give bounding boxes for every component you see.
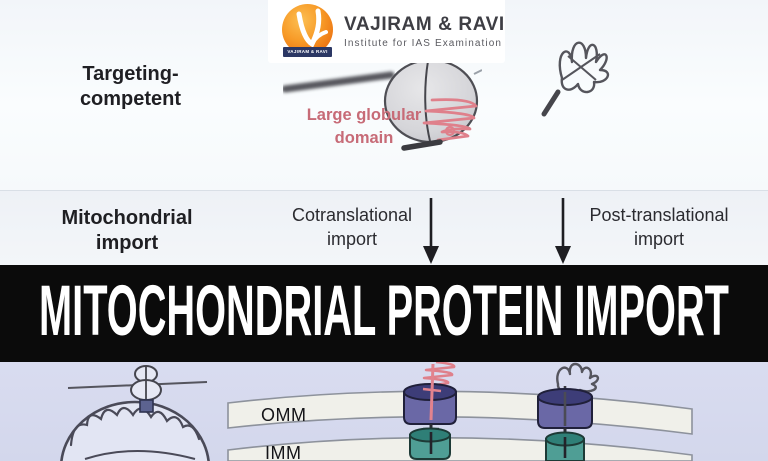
logo-orange-circle-icon bbox=[282, 4, 333, 55]
logo-ribbon: VAJIRAM & RAVI bbox=[283, 47, 332, 57]
posttranslational-line2: import bbox=[633, 229, 684, 249]
imm-label: IMM bbox=[265, 443, 302, 461]
folded-protein-icon bbox=[536, 36, 628, 124]
page-title: MITOCHONDRIAL PROTEIN IMPORT bbox=[39, 272, 729, 351]
targeting-line1: Targeting- bbox=[82, 63, 179, 85]
logo-checkmark-icon bbox=[296, 8, 328, 48]
mitochondrion-icon bbox=[55, 363, 220, 461]
mitochondrial-import-line2: import bbox=[95, 232, 159, 254]
ribosome-icon bbox=[380, 56, 482, 148]
title-banner: MITOCHONDRIAL PROTEIN IMPORT bbox=[0, 265, 768, 362]
import-row-background bbox=[0, 190, 768, 266]
cotranslational-line1: Cotranslational bbox=[291, 205, 413, 225]
logo-mark-icon: VAJIRAM & RAVI bbox=[280, 0, 336, 63]
posttranslational-line1: Post-translational bbox=[589, 205, 729, 225]
tom-tim-right-complex bbox=[528, 362, 612, 461]
nascent-chain-icon bbox=[398, 98, 488, 146]
large-globular-line2: domain bbox=[334, 129, 394, 147]
mrna-line-icon bbox=[283, 64, 395, 96]
down-arrow-icon bbox=[418, 196, 444, 266]
mitochondrial-import-line1: Mitochondrial bbox=[61, 207, 193, 229]
tom-tim-left-complex bbox=[396, 362, 468, 461]
logo-brand-text: VAJIRAM & RAVI bbox=[344, 14, 505, 35]
cotranslational-line2: import bbox=[326, 229, 377, 249]
posttranslational-import-label: Post-translational import bbox=[580, 203, 738, 251]
mitochondrial-import-label: Mitochondrial import bbox=[32, 206, 222, 256]
vajiram-ravi-logo: VAJIRAM & RAVI VAJIRAM & RAVI Institute … bbox=[268, 0, 505, 63]
targeting-line2: competent bbox=[79, 88, 182, 110]
targeting-competent-label: Targeting- competent bbox=[38, 62, 223, 112]
large-globular-line1: Large globular bbox=[306, 106, 422, 124]
down-arrow-icon bbox=[550, 196, 576, 266]
presequence-rod-icon bbox=[400, 136, 444, 152]
cotranslational-import-label: Cotranslational import bbox=[278, 203, 426, 251]
large-globular-domain-label: Large globular domain bbox=[284, 104, 444, 150]
omm-label: OMM bbox=[261, 405, 307, 425]
pink-chain-segment bbox=[422, 362, 456, 388]
logo-tagline-text: Institute for IAS Examination bbox=[344, 38, 503, 49]
